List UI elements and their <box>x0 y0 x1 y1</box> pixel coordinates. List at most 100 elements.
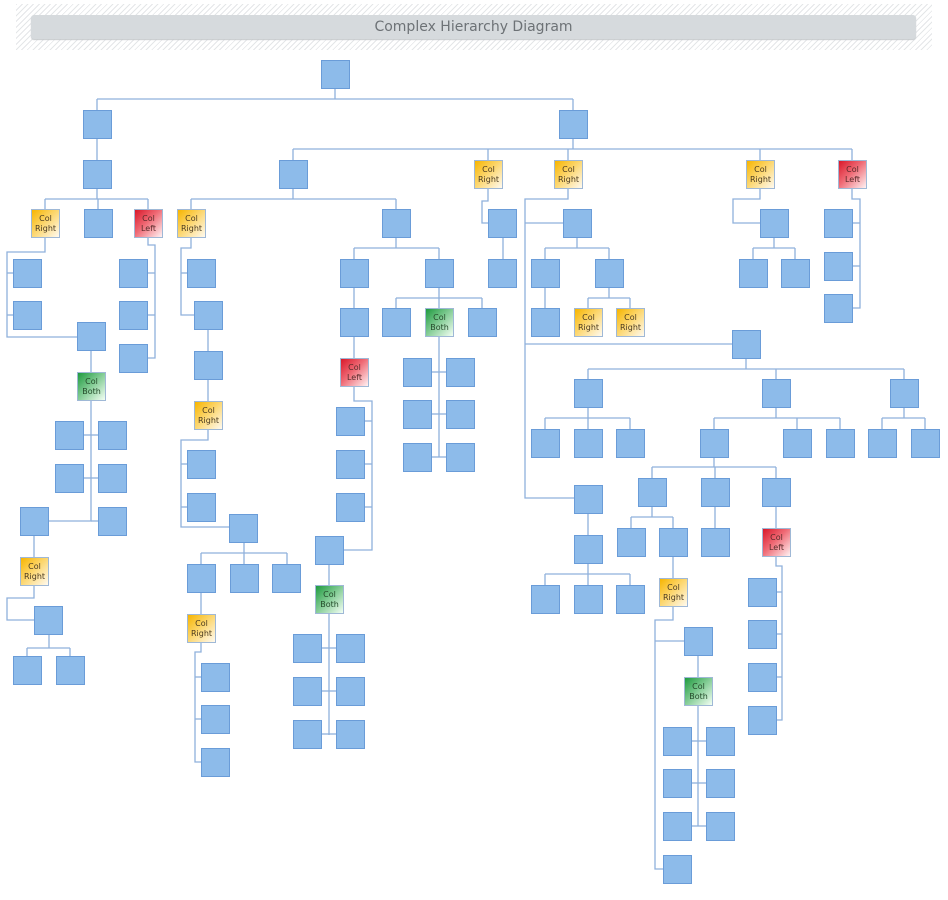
hierarchy-node[interactable] <box>468 308 497 337</box>
hierarchy-node[interactable] <box>446 443 475 472</box>
hierarchy-node[interactable] <box>336 677 365 706</box>
col-right-node[interactable]: Col Right <box>616 308 645 337</box>
hierarchy-node[interactable] <box>732 330 761 359</box>
hierarchy-node[interactable] <box>336 407 365 436</box>
hierarchy-node[interactable] <box>638 478 667 507</box>
hierarchy-node[interactable] <box>488 259 517 288</box>
hierarchy-node[interactable] <box>574 585 603 614</box>
hierarchy-node[interactable] <box>706 812 735 841</box>
hierarchy-node[interactable] <box>13 301 42 330</box>
col-both-node[interactable]: Col Both <box>425 308 454 337</box>
hierarchy-node[interactable] <box>84 209 113 238</box>
col-right-node[interactable]: Col Right <box>574 308 603 337</box>
hierarchy-node[interactable] <box>293 634 322 663</box>
hierarchy-node[interactable] <box>119 344 148 373</box>
hierarchy-node[interactable] <box>293 720 322 749</box>
hierarchy-node[interactable] <box>574 535 603 564</box>
hierarchy-node[interactable] <box>748 578 777 607</box>
hierarchy-node[interactable] <box>762 379 791 408</box>
hierarchy-node[interactable] <box>13 656 42 685</box>
col-right-node[interactable]: Col Right <box>31 209 60 238</box>
hierarchy-node[interactable] <box>187 564 216 593</box>
hierarchy-node[interactable] <box>783 429 812 458</box>
hierarchy-node[interactable] <box>531 308 560 337</box>
hierarchy-node[interactable] <box>425 259 454 288</box>
col-right-node[interactable]: Col Right <box>659 578 688 607</box>
col-right-node[interactable]: Col Right <box>20 557 49 586</box>
hierarchy-node[interactable] <box>194 301 223 330</box>
hierarchy-node[interactable] <box>824 252 853 281</box>
hierarchy-node[interactable] <box>119 259 148 288</box>
hierarchy-node[interactable] <box>13 259 42 288</box>
hierarchy-node[interactable] <box>230 564 259 593</box>
hierarchy-node[interactable] <box>272 564 301 593</box>
hierarchy-node[interactable] <box>701 478 730 507</box>
hierarchy-node[interactable] <box>83 160 112 189</box>
col-left-node[interactable]: Col Left <box>340 358 369 387</box>
hierarchy-node[interactable] <box>890 379 919 408</box>
hierarchy-node[interactable] <box>336 720 365 749</box>
hierarchy-node[interactable] <box>826 429 855 458</box>
hierarchy-node[interactable] <box>574 379 603 408</box>
hierarchy-node[interactable] <box>336 634 365 663</box>
hierarchy-node[interactable] <box>403 400 432 429</box>
col-both-node[interactable]: Col Both <box>315 585 344 614</box>
hierarchy-node[interactable] <box>446 400 475 429</box>
hierarchy-node[interactable] <box>446 358 475 387</box>
hierarchy-node[interactable] <box>663 769 692 798</box>
hierarchy-node[interactable] <box>701 528 730 557</box>
hierarchy-node[interactable] <box>403 358 432 387</box>
hierarchy-node[interactable] <box>201 748 230 777</box>
hierarchy-node[interactable] <box>684 627 713 656</box>
hierarchy-node[interactable] <box>340 308 369 337</box>
hierarchy-node[interactable] <box>531 429 560 458</box>
hierarchy-node[interactable] <box>559 110 588 139</box>
hierarchy-node[interactable] <box>119 301 148 330</box>
hierarchy-node[interactable] <box>531 585 560 614</box>
hierarchy-node[interactable] <box>748 663 777 692</box>
hierarchy-node[interactable] <box>56 656 85 685</box>
hierarchy-node[interactable] <box>382 209 411 238</box>
hierarchy-node[interactable] <box>824 294 853 323</box>
hierarchy-node[interactable] <box>760 209 789 238</box>
hierarchy-node[interactable] <box>659 528 688 557</box>
hierarchy-node[interactable] <box>563 209 592 238</box>
hierarchy-node[interactable] <box>336 493 365 522</box>
hierarchy-node[interactable] <box>382 308 411 337</box>
hierarchy-node[interactable] <box>98 507 127 536</box>
hierarchy-node[interactable] <box>824 209 853 238</box>
hierarchy-node[interactable] <box>706 769 735 798</box>
hierarchy-node[interactable] <box>574 485 603 514</box>
hierarchy-node[interactable] <box>700 429 729 458</box>
hierarchy-node[interactable] <box>340 259 369 288</box>
hierarchy-node[interactable] <box>77 322 106 351</box>
hierarchy-node[interactable] <box>194 351 223 380</box>
col-left-node[interactable]: Col Left <box>134 209 163 238</box>
hierarchy-node[interactable] <box>595 259 624 288</box>
hierarchy-node[interactable] <box>868 429 897 458</box>
col-right-node[interactable]: Col Right <box>554 160 583 189</box>
hierarchy-node[interactable] <box>321 60 350 89</box>
hierarchy-node[interactable] <box>663 727 692 756</box>
hierarchy-node[interactable] <box>336 450 365 479</box>
col-right-node[interactable]: Col Right <box>177 209 206 238</box>
hierarchy-node[interactable] <box>201 663 230 692</box>
hierarchy-node[interactable] <box>663 812 692 841</box>
hierarchy-node[interactable] <box>293 677 322 706</box>
col-right-node[interactable]: Col Right <box>474 160 503 189</box>
col-right-node[interactable]: Col Right <box>746 160 775 189</box>
hierarchy-node[interactable] <box>187 259 216 288</box>
col-left-node[interactable]: Col Left <box>838 160 867 189</box>
hierarchy-node[interactable] <box>83 110 112 139</box>
col-right-node[interactable]: Col Right <box>194 401 223 430</box>
hierarchy-node[interactable] <box>55 421 84 450</box>
col-both-node[interactable]: Col Both <box>77 372 106 401</box>
hierarchy-node[interactable] <box>279 160 308 189</box>
hierarchy-node[interactable] <box>663 855 692 884</box>
hierarchy-node[interactable] <box>739 259 768 288</box>
hierarchy-node[interactable] <box>616 429 645 458</box>
col-both-node[interactable]: Col Both <box>684 677 713 706</box>
hierarchy-node[interactable] <box>187 450 216 479</box>
hierarchy-node[interactable] <box>315 536 344 565</box>
hierarchy-node[interactable] <box>229 514 258 543</box>
